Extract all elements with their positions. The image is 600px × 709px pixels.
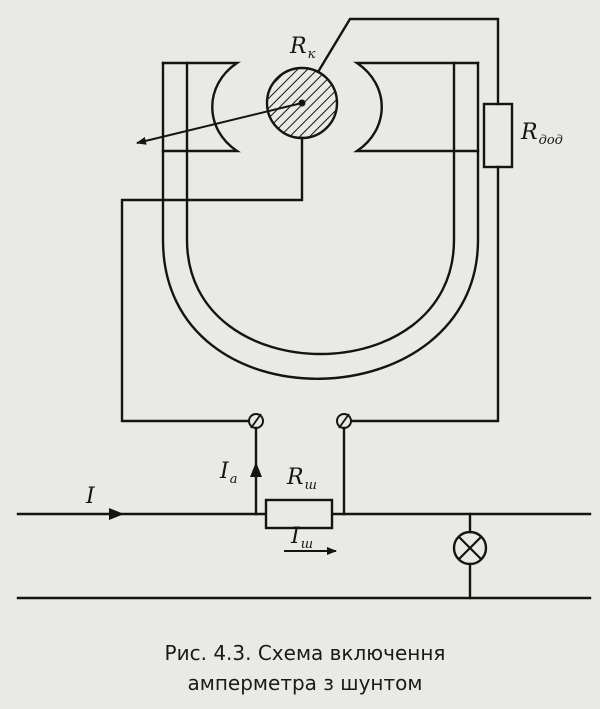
magnet-inner-outline — [185, 61, 456, 356]
label-shunt-current: Iш — [290, 524, 313, 552]
label-line-current: I — [85, 484, 96, 509]
left-terminal — [248, 413, 264, 429]
left-meter-lead — [120, 136, 304, 423]
caption-line-1: Рис. 4.3. Схема включення — [164, 641, 446, 665]
figure-caption: Рис. 4.3. Схема включення амперметра з ш… — [0, 638, 600, 698]
shunt-resistor-r-sh — [264, 498, 334, 530]
meter-current-arrow — [250, 462, 262, 477]
right-terminal — [336, 413, 352, 429]
label-r-sh: Rш — [286, 465, 317, 493]
line-current-arrow — [109, 508, 124, 520]
right-meter-lead — [349, 165, 500, 423]
right-pole-piece — [353, 61, 480, 153]
label-r-k: Rк — [289, 34, 316, 62]
coil-lead-top — [316, 17, 500, 106]
magnet-outer-outline — [161, 61, 480, 380]
label-meter-current: Iа — [219, 459, 237, 487]
lamp-load — [452, 530, 488, 566]
caption-line-2: амперметра з шунтом — [187, 671, 423, 695]
pointer-needle — [136, 102, 303, 145]
left-pole-piece — [161, 61, 241, 153]
label-r-dod: Rдод — [520, 120, 563, 148]
series-resistor-r-dod — [482, 102, 514, 169]
